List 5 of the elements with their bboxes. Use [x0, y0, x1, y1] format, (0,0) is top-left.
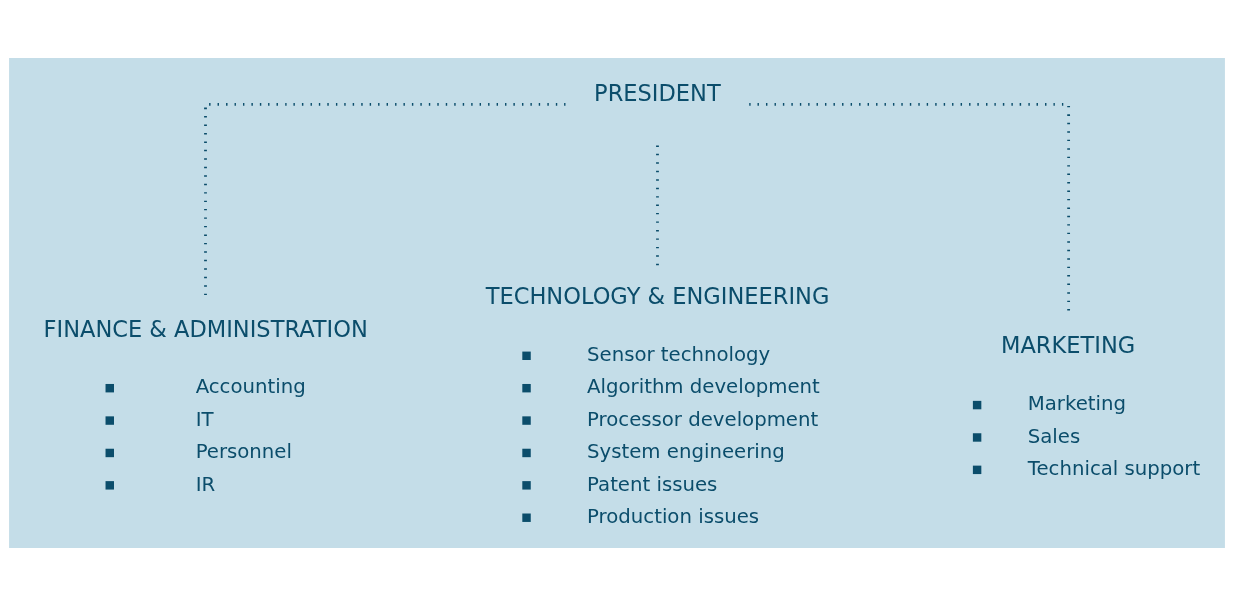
node-text: FINANCE & ADMINISTRATION Accounting IT Personnel IR: [43, 315, 368, 496]
node-text: MARKETING Marketing Sales Technical support: [1001, 331, 1201, 480]
node-text: TECHNOLOGY & ENGINEERING Sensor technology Algorithm development Processor development System engineering Patent issues Production issues: [485, 282, 830, 528]
node-text: PRESIDENT: [594, 79, 721, 106]
connector: [656, 145, 659, 266]
